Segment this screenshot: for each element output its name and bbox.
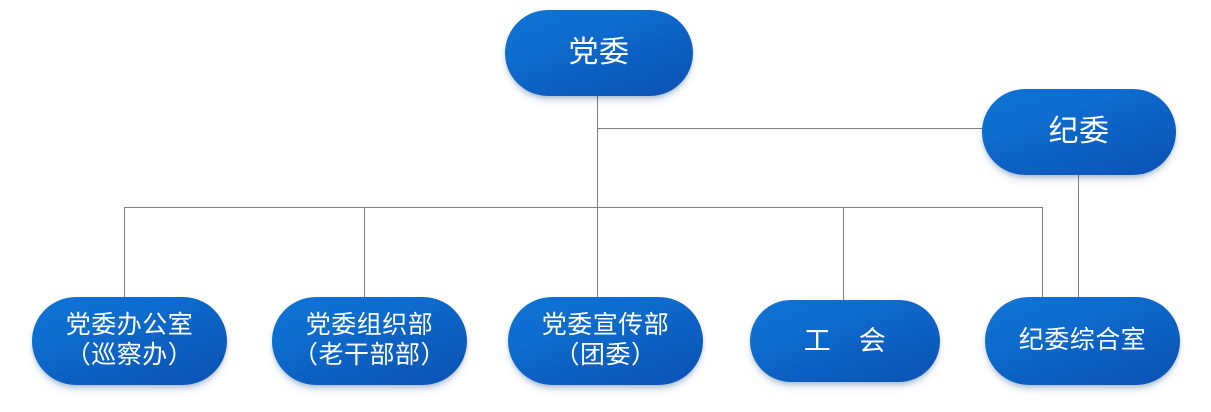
org-node-jiwei-zonghesuo[interactable]: 纪委综合室 <box>985 297 1180 385</box>
org-node-jiwei-zonghesuo-label: 纪委综合室 <box>1018 326 1147 354</box>
org-node-dangwei-bangongshi-label: 党委办公室 （巡察办） <box>65 311 194 370</box>
org-node-dangwei-zuzhibu-label: 党委组织部 （老干部部） <box>292 311 446 370</box>
org-node-dangwei-zuzhibu[interactable]: 党委组织部 （老干部部） <box>272 297 467 385</box>
connector-jiwei-to-zonghesuo <box>1078 174 1079 297</box>
org-node-gonghui[interactable]: 工 会 <box>750 300 940 382</box>
org-node-dangwei[interactable]: 党委 <box>505 10 693 96</box>
connector-dangwei-to-jiwei <box>597 128 983 129</box>
org-node-jiwei[interactable]: 纪委 <box>982 89 1176 175</box>
connector-drop-gonghui <box>843 207 844 300</box>
org-node-dangwei-xuanchuanbu-label: 党委宣传部 （团委） <box>541 311 670 370</box>
connector-drop-zonghesuo-from-bus <box>1042 207 1043 297</box>
connector-drop-zuzhibu <box>364 207 365 297</box>
org-node-dangwei-label: 党委 <box>568 35 630 69</box>
org-node-dangwei-bangongshi[interactable]: 党委办公室 （巡察办） <box>32 297 227 385</box>
org-node-gonghui-label: 工 会 <box>803 325 887 356</box>
connector-dangwei-trunk <box>597 95 598 297</box>
connector-bus <box>124 207 1043 208</box>
connector-drop-bangongshi <box>124 207 125 297</box>
org-node-jiwei-label: 纪委 <box>1048 114 1110 148</box>
org-node-dangwei-xuanchuanbu[interactable]: 党委宣传部 （团委） <box>508 297 703 385</box>
